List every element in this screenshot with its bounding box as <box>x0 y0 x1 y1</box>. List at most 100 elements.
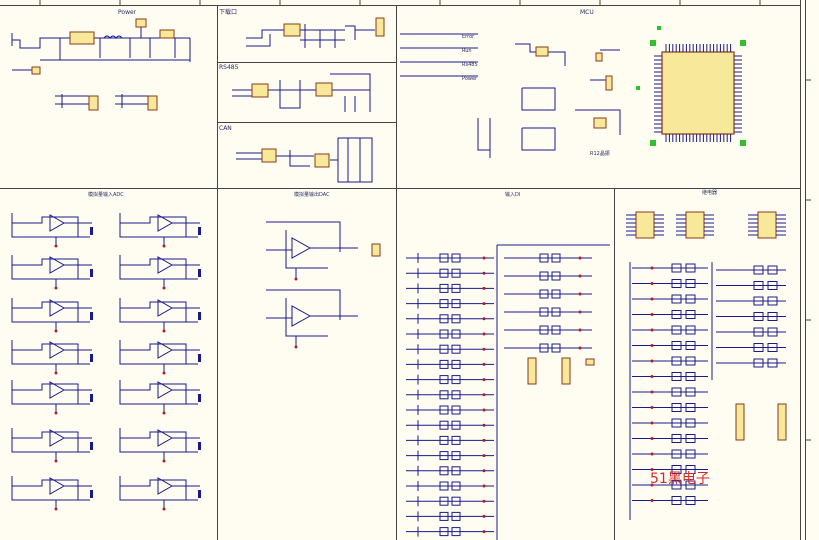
relay-channel <box>716 358 786 368</box>
di-channel <box>406 359 494 370</box>
title-relay: 继电器 <box>702 189 717 196</box>
adc-channel <box>11 255 93 290</box>
di-channel <box>504 343 592 353</box>
dac-channel <box>266 289 358 349</box>
adc-channel <box>119 298 201 333</box>
relay-channel <box>716 343 786 352</box>
power-parts <box>31 18 175 111</box>
title-mcu: MCU <box>580 9 594 16</box>
di-channel <box>406 465 494 476</box>
relay-channel <box>632 449 708 459</box>
relay-channel <box>632 496 708 505</box>
adc-channel <box>119 340 201 375</box>
adc-channel <box>119 428 201 463</box>
di-channels <box>406 244 610 540</box>
relay-channel <box>632 325 708 335</box>
led-error-label: Error <box>462 34 475 40</box>
relay-channel <box>716 281 786 290</box>
relay-connector <box>777 403 787 441</box>
relay-driver-chip <box>748 211 786 239</box>
di-channel <box>406 450 494 461</box>
relay-channel <box>632 465 708 474</box>
di-channel <box>406 374 494 385</box>
di-channel <box>406 283 494 294</box>
mcu-peripheral-parts <box>535 46 613 129</box>
title-power: Power <box>118 9 137 16</box>
can-circuit <box>236 137 373 183</box>
title-dac: 模拟量输出DAC <box>294 191 330 198</box>
title-di: 输入DI <box>505 191 520 198</box>
title-can: CAN <box>219 125 232 132</box>
rs485-circuit <box>232 73 371 112</box>
adc-channel <box>11 213 93 248</box>
adc-channel <box>119 476 201 511</box>
can-parts <box>261 148 330 168</box>
adc-channel <box>119 255 201 290</box>
dac-connector <box>371 243 381 257</box>
relay-channel <box>632 418 708 428</box>
relay-channel <box>716 296 786 306</box>
title-usb: 下载口 <box>219 8 237 16</box>
di-channel <box>504 307 592 317</box>
adc-channel <box>11 340 93 375</box>
di-channel <box>406 313 494 324</box>
relay-channel <box>632 294 708 304</box>
mcu-peripherals <box>477 43 621 158</box>
adc-channel <box>11 298 93 333</box>
led-power-label: Power <box>462 76 478 82</box>
di-connector <box>561 357 571 385</box>
di-connector <box>527 357 537 385</box>
watermark: 51黑电子 <box>650 471 710 487</box>
di-channel <box>406 481 494 491</box>
relay-channel <box>632 403 708 412</box>
di-channel <box>504 271 592 281</box>
relay-channel <box>632 434 708 443</box>
di-channel <box>504 289 592 299</box>
relay-channel <box>632 341 708 350</box>
relay-driver-chip <box>626 211 664 239</box>
relay-channel <box>632 356 708 366</box>
relay-driver-chip <box>676 211 714 239</box>
mcu-chip <box>636 26 746 146</box>
usb-parts <box>283 17 385 37</box>
mcu-leds <box>400 33 478 77</box>
frame-ticks <box>39 0 811 441</box>
relay-channels <box>626 211 787 520</box>
di-channel <box>406 344 494 355</box>
dac-channel <box>266 221 358 281</box>
usb-circuit <box>246 24 375 48</box>
di-channel <box>406 526 494 537</box>
relay-channel <box>632 263 708 273</box>
di-channel <box>406 435 494 446</box>
adc-channel <box>119 213 201 248</box>
led-run-label: Run <box>462 48 472 54</box>
adc-channel <box>11 428 93 463</box>
title-rs485: RS485 <box>219 64 239 71</box>
adc-channel <box>119 380 201 415</box>
adc-channels <box>11 213 201 511</box>
relay-channel <box>716 327 786 337</box>
relay-channel <box>632 279 708 288</box>
di-channel <box>406 496 494 507</box>
rs485-parts <box>251 82 333 98</box>
di-channel <box>406 511 494 522</box>
di-connector <box>585 358 595 366</box>
relay-channel <box>632 480 708 490</box>
di-channel <box>406 405 494 415</box>
relay-channel <box>632 310 708 319</box>
relay-connector <box>735 403 745 441</box>
dac-channels <box>266 221 381 349</box>
relay-channel <box>716 265 786 275</box>
adc-channel <box>11 476 93 511</box>
di-channel <box>406 268 494 279</box>
di-channel <box>504 325 592 335</box>
di-channel <box>406 389 494 400</box>
led-rs485-label: Rs485 <box>462 62 478 68</box>
relay-channel <box>632 387 708 397</box>
di-channel <box>406 420 494 431</box>
power-circuit <box>11 22 191 108</box>
di-channel <box>406 298 494 309</box>
